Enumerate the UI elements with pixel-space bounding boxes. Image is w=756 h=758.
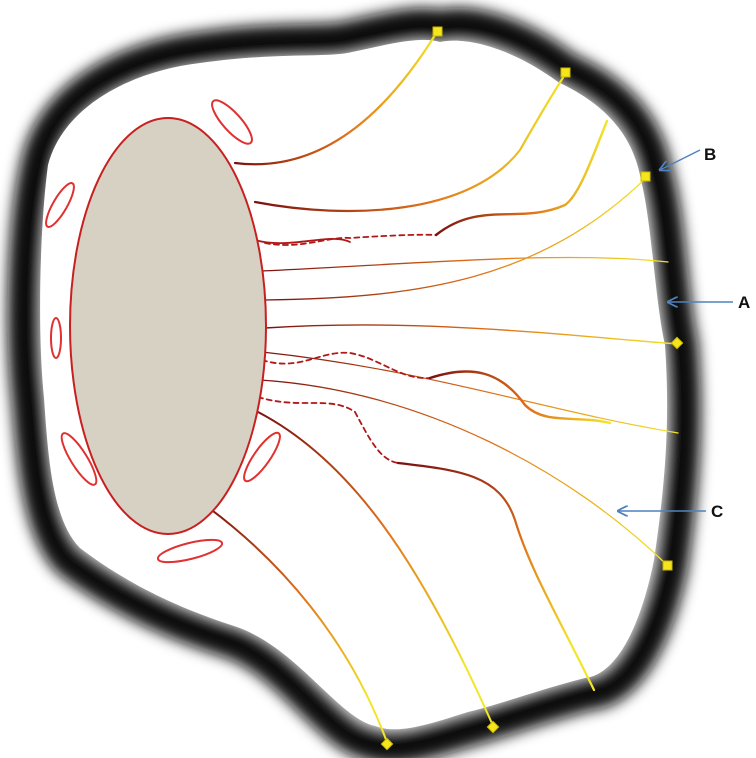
callout-label-a: A: [738, 293, 750, 312]
callout-label-c: C: [711, 502, 723, 521]
terminal-marker: [663, 561, 672, 570]
callout-label-b: B: [704, 145, 716, 164]
terminal-marker: [641, 172, 650, 181]
terminal-marker: [433, 27, 442, 36]
terminal-marker: [561, 68, 570, 77]
cell-body: [70, 118, 266, 534]
